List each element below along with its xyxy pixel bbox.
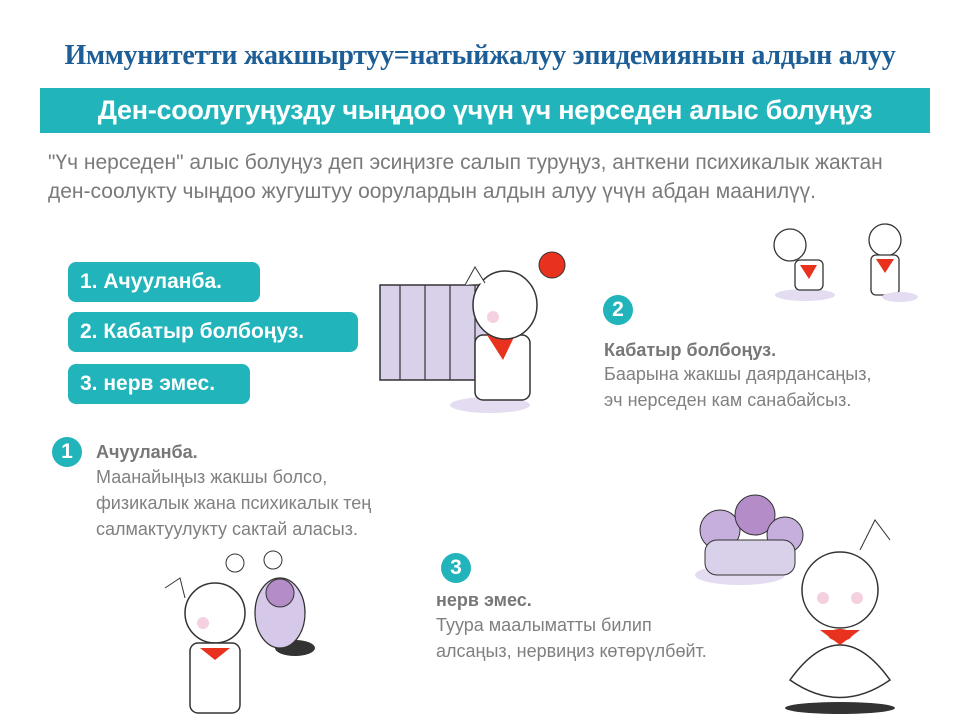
pill-item-1: 1. Ачууланба. — [68, 262, 260, 302]
item-2-line: эч нерседен кам санабайсыз. — [604, 390, 852, 410]
item-2-line: Баарына жакшы даярдансаңыз, — [604, 364, 872, 384]
item-1-line: физикалык жана психикалык тең — [96, 493, 372, 513]
number-badge-2: 2 — [603, 295, 633, 325]
pill-item-3: 3. нерв эмес. — [68, 364, 250, 404]
item-3-line: алсаңыз, нервиңиз көтөрүлбөйт. — [436, 641, 707, 661]
item-1-line: Маанайыңыз жакшы болсо, — [96, 467, 328, 487]
calm-character-illustration — [695, 494, 895, 714]
intro-paragraph: "Үч нерседен" алыс болуңуз деп эсиңизге … — [48, 151, 883, 203]
section-banner: Ден-соолугуңузду чыңдоо үчүн үч нерседен… — [40, 88, 930, 133]
item-2-heading: Кабатыр болбоңуз. — [604, 340, 777, 360]
pill-item-2: 2. Кабатыр болбоңуз. — [68, 312, 358, 352]
angry-character-illustration — [164, 550, 315, 714]
kicking-characters-illustration — [773, 223, 918, 302]
item-3-heading: нерв эмес. — [436, 590, 532, 610]
item-3-line: Туура маалыматты билип — [436, 615, 652, 635]
number-badge-1: 1 — [52, 437, 82, 467]
item-1-line: салмактуулукту сактай аласыз. — [96, 519, 358, 539]
page-title: Иммунитетти жакшыртуу=натыйжалуу эпидеми… — [64, 40, 896, 71]
item-1-heading: Ачууланба. — [96, 442, 198, 462]
cage-character-illustration — [379, 251, 566, 413]
number-badge-3: 3 — [441, 553, 471, 583]
